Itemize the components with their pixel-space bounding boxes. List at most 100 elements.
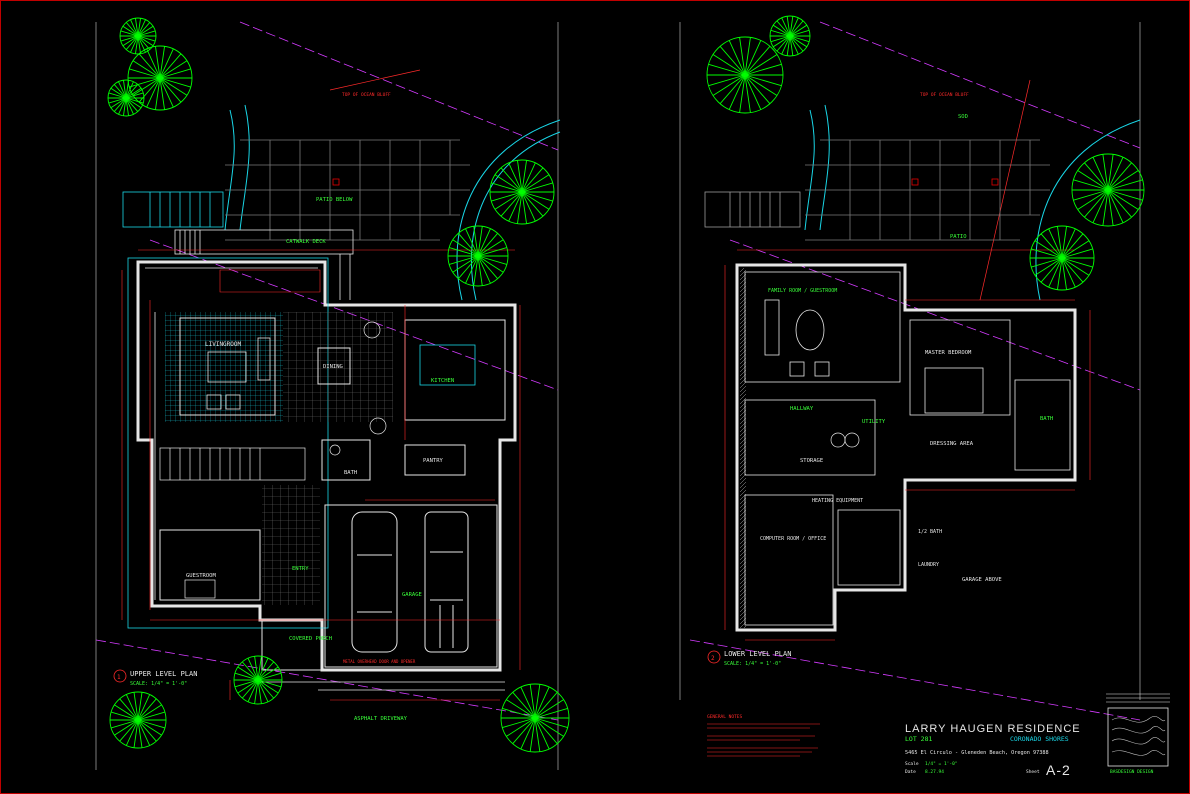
- water-heater-2: [844, 432, 860, 448]
- master-bedroom-label: MASTER BEDROOM: [925, 350, 972, 356]
- living-room-rug: [179, 317, 276, 416]
- pantry-room: [404, 444, 466, 476]
- guest-bed: [184, 579, 216, 599]
- garage-label: GARAGE: [402, 592, 422, 598]
- utility-label: UTILITY: [862, 419, 886, 425]
- upper-plan-bubble: [113, 669, 127, 683]
- sod-label: SOD: [958, 114, 968, 120]
- garage-above-label: GARAGE ABOVE: [962, 577, 1002, 583]
- upper-wall-outline-cyan: [127, 257, 329, 629]
- living-room-label: LIVINGROOM: [205, 341, 242, 348]
- car-1: [351, 511, 398, 653]
- guestroom-label: GUESTROOM: [186, 573, 216, 579]
- lower-patio-post: [911, 178, 919, 186]
- family-room: [744, 271, 901, 383]
- project-title: LARRY HAUGEN RESIDENCE: [905, 723, 1081, 735]
- lower-plan-title: LOWER LEVEL PLAN: [724, 650, 791, 658]
- bath-toilet: [329, 444, 341, 456]
- deck-stairs: [122, 191, 224, 228]
- lower-plan-bubble: [707, 650, 721, 664]
- lower-lawn-curve: [1035, 119, 1141, 301]
- armchair-2: [225, 394, 241, 410]
- trees-lower: [706, 15, 1145, 291]
- bath-label: BATH: [344, 470, 357, 476]
- driveway-label: ASPHALT DRIVEWAY: [354, 716, 408, 722]
- coffee-table: [207, 351, 247, 383]
- scale-label: Scale: [905, 761, 919, 767]
- tree-upper-8: [500, 683, 570, 753]
- lower-dimension-lines: [724, 249, 1091, 641]
- lower-foundation-hatch: [740, 268, 746, 628]
- patio-grid: [225, 139, 470, 241]
- family-chair-2: [814, 361, 830, 377]
- computer-room-label: COMPUTER ROOM / OFFICE: [760, 536, 826, 542]
- family-room-label: FAMILY ROOM / GUESTROOM: [768, 288, 837, 294]
- pantry-label: PANTRY: [423, 458, 444, 464]
- half-bath: [837, 509, 901, 586]
- lower-patio-label: PATIO: [950, 234, 967, 240]
- patio-post: [332, 178, 340, 186]
- bluff-line: [239, 21, 559, 151]
- tree-upper-4: [489, 159, 555, 225]
- setback-line-front: [95, 639, 559, 721]
- tree-lower-4: [1029, 225, 1095, 291]
- upper-plan-bubble-number: 1: [117, 674, 121, 681]
- lower-bath: [1014, 379, 1071, 471]
- lower-bath-label: BATH: [1040, 416, 1053, 422]
- entry-floor: [262, 485, 320, 605]
- designer-logo-box: [1107, 707, 1169, 767]
- upper-dimension-lines: [121, 249, 521, 701]
- kitchen-island: [419, 344, 476, 386]
- general-notes-heading: GENERAL NOTES: [707, 714, 743, 720]
- lower-plan-bubble-number: 2: [711, 655, 715, 662]
- designer-logo: [1111, 716, 1166, 756]
- lower-deck-stairs: [704, 191, 801, 228]
- sheet-number: A-2: [1046, 762, 1071, 778]
- half-bath-label: 1/2 BATH: [918, 529, 942, 535]
- family-table: [795, 309, 825, 351]
- plant-entry: [369, 417, 387, 435]
- scale-value: 1/4" = 1'-0": [925, 761, 958, 767]
- tree-upper-1: [119, 17, 157, 55]
- lower-setback-front: [689, 639, 1141, 721]
- lower-patio-post-2: [991, 178, 999, 186]
- car-2: [424, 511, 469, 653]
- lot-number: LOT 281: [905, 735, 932, 743]
- family-chair-1: [789, 361, 805, 377]
- upper-garage-door-note: METAL OVERHEAD DOOR AND OPENER: [343, 659, 416, 664]
- tree-upper-6: [233, 655, 283, 705]
- trees-upper: [107, 17, 570, 753]
- dressing-label: DRESSING AREA: [930, 441, 974, 447]
- date-label: Date: [905, 769, 916, 775]
- laundry-label: LAUNDRY: [918, 562, 939, 568]
- tree-lower-2: [706, 36, 784, 114]
- computer-room: [744, 494, 834, 626]
- date-value: 8.27.94: [925, 769, 944, 775]
- dining-table: [317, 347, 351, 385]
- porch-label: COVERED PORCH: [289, 636, 332, 642]
- upper-plan-scale: SCALE: 1/4" = 1'-0": [130, 681, 187, 687]
- general-notes-lines: [707, 723, 820, 757]
- family-sofa: [764, 299, 780, 356]
- subdivision: CORONADO SHORES: [1010, 735, 1069, 743]
- tree-upper-5: [447, 225, 509, 287]
- lawn-curve-2: [470, 131, 561, 301]
- lower-patio-grid: [805, 139, 1050, 241]
- sofa: [257, 337, 271, 381]
- upper-bluff-note: TOP OF OCEAN BLUFF: [342, 92, 391, 98]
- heating-label: HEATING EQUIPMENT: [812, 498, 863, 504]
- upper-plan-title: UPPER LEVEL PLAN: [130, 670, 197, 678]
- lawn-curve: [456, 119, 561, 301]
- title-block: GENERAL NOTES LARRY HAUGEN RESIDENCE LOT…: [707, 693, 1170, 778]
- tree-upper-3: [107, 79, 145, 117]
- lower-bluff-note: TOP OF OCEAN BLUFF: [920, 92, 969, 98]
- lower-level-plan: SOD PATIO TOP OF OCEAN BLUFF FAMILY ROOM…: [679, 15, 1145, 721]
- catwalk-label: CATWALK DECK: [286, 239, 326, 245]
- lower-walls: [735, 263, 1077, 632]
- designer-name: BASDESIGN DESIGN: [1110, 769, 1154, 775]
- master-bedroom: [909, 319, 1011, 416]
- upper-level-plan: PATIO BELOW CATWALK DECK LIVINGROOM DINI: [95, 17, 570, 770]
- tree-lower-1: [769, 15, 811, 57]
- upper-stairs: [159, 447, 306, 481]
